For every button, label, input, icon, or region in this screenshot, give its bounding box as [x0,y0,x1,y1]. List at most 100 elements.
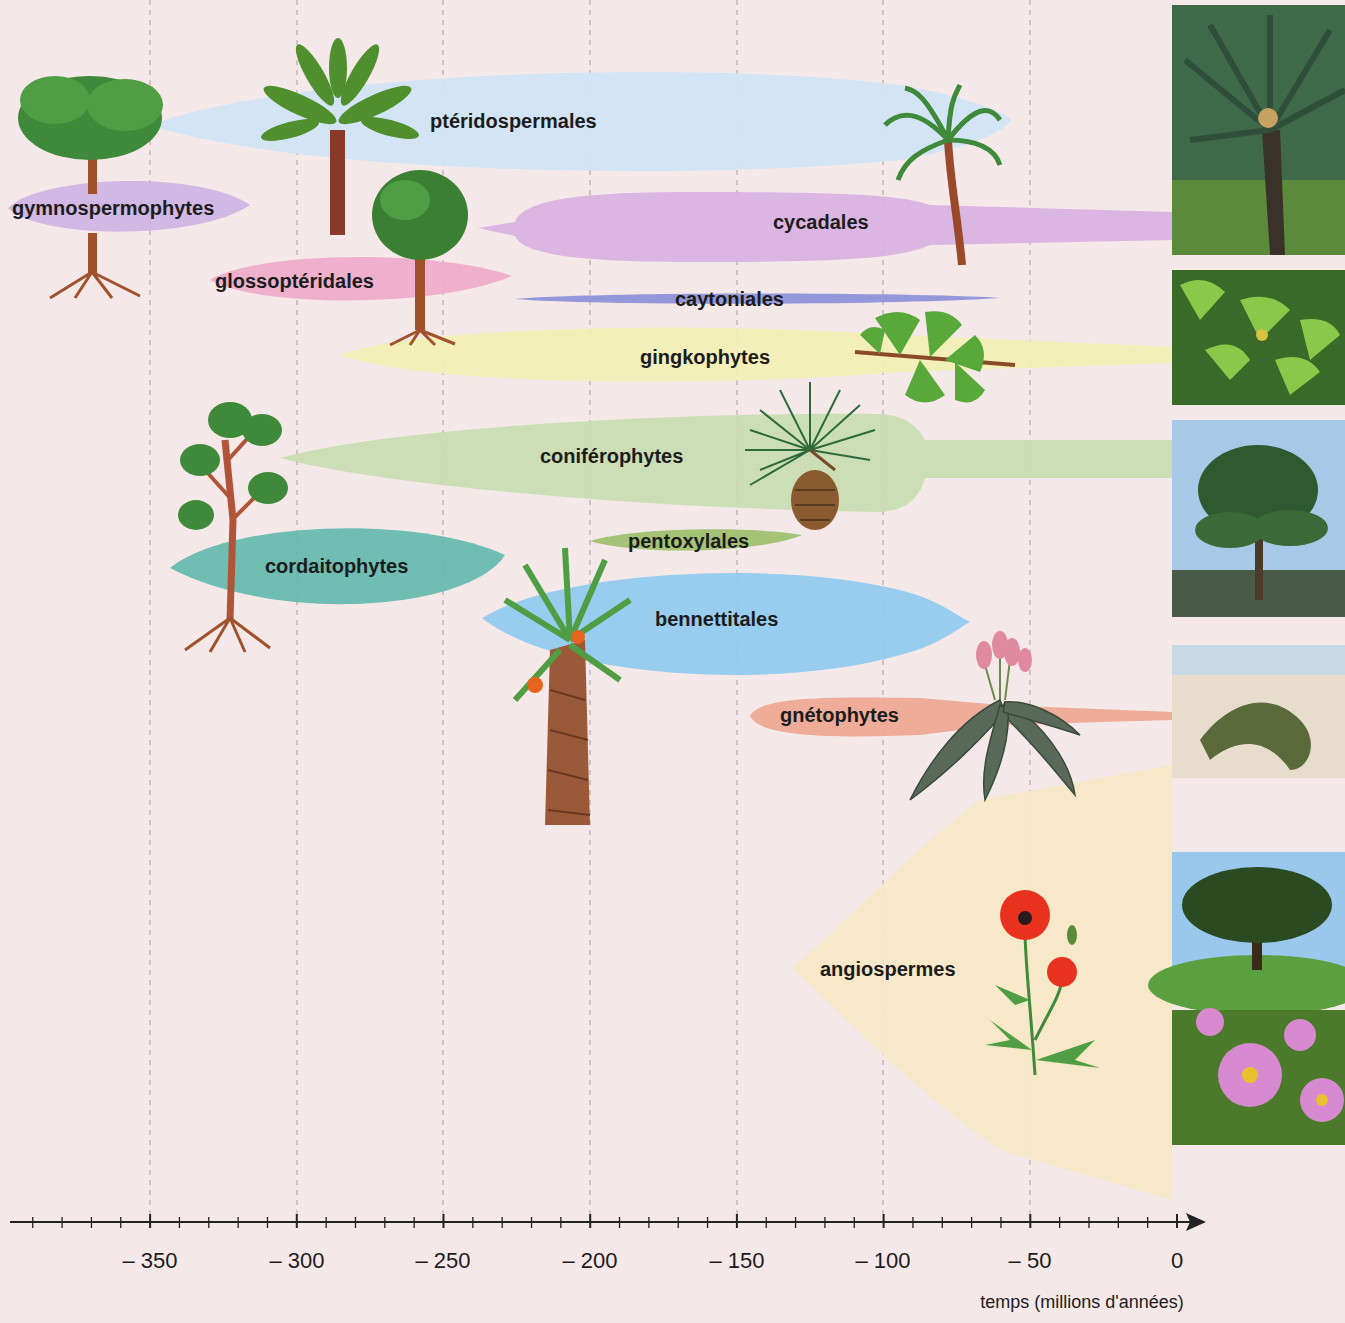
axis-tick [91,1217,92,1228]
time-axis [10,1221,1192,1223]
tree-drawing [20,76,90,124]
band-fill [8,181,250,232]
taxon-name: gingkophytes [640,346,770,369]
tree-drawing [248,472,288,504]
welwitschia-drawing [976,631,1032,672]
tree-drawing [178,402,288,652]
photo-cosmos [1172,1010,1345,1145]
tree-drawing [178,500,214,530]
photo-cycad [1185,15,1345,140]
tree-fern-drawing [259,38,421,145]
photo-cycad [1172,5,1345,255]
axis-tick [971,1217,972,1228]
axis-tick [883,1214,885,1228]
taxon-name: cordaitophytes [265,555,408,578]
ginkgo-drawing [855,311,1015,402]
tick-label-box: 0 [1171,1248,1183,1274]
tick-label: – 100 [855,1248,910,1274]
axis-tick [1176,1214,1178,1228]
band-shape [275,405,1175,517]
tree-drawing [87,79,163,131]
tick-label-box: – 300 [269,1248,324,1274]
bennettitales-drawing [505,548,630,825]
axis-tick [912,1217,913,1228]
axis-tick [678,1217,679,1228]
cycad-drawing [898,140,948,180]
photo-welwitschia [1172,645,1345,675]
poppy-drawing [1047,957,1077,987]
axis-tick [1147,1217,1148,1228]
poppy-drawing [1018,911,1032,925]
axis-tick [1088,1217,1089,1228]
axis-tick [502,1217,503,1228]
tree-drawing [415,255,425,330]
axis-tick [296,1214,298,1228]
axis-tick [619,1217,620,1228]
axis-tick [560,1217,561,1228]
photo-pine [1252,510,1328,546]
photo-cosmos [1284,1019,1316,1051]
tick-label-box: – 100 [855,1248,910,1274]
taxon-band: gingkophytes [335,318,1175,393]
tick-label: 0 [1171,1248,1183,1274]
tick-label-box: – 150 [709,1248,764,1274]
ginkgo-drawing [905,360,945,403]
welwitschia-drawing [976,641,992,669]
axis-tick [824,1217,825,1228]
taxon-band: cycadales [475,180,1175,275]
photo-cycad [1262,130,1285,255]
tree-drawing [185,618,270,652]
axis-tick [707,1217,708,1228]
photo-ginkgo [1275,357,1320,395]
bennettitales-drawing [527,677,543,693]
photo-ginkgo [1172,270,1345,405]
ginkgo-drawing [955,362,985,402]
tick-label-box: – 350 [122,1248,177,1274]
axis-title-box: temps (millions d'années) [980,1292,1184,1313]
photo-cosmos [1218,1043,1282,1107]
taxon-name: gymnospermophytes [12,197,214,220]
axis-tick [795,1217,796,1228]
bennettitales-drawing [525,565,570,640]
photo-cosmos [1196,1008,1224,1036]
poppy-drawing [995,985,1030,1005]
tick-label-box: – 250 [415,1248,470,1274]
taxon-name: caytoniales [675,288,784,311]
axis-tick [32,1217,33,1228]
cycad-drawing [885,85,1000,265]
tick-label: – 250 [415,1248,470,1274]
axis-tick [589,1214,591,1228]
axis-tick [237,1217,238,1228]
axis-tick [384,1217,385,1228]
bennettitales-drawing [545,640,590,825]
poppy-drawing [1036,1040,1100,1068]
photo-welwitschia [1172,645,1345,778]
poppy-drawing [985,890,1100,1075]
tree-fern-drawing [330,130,345,235]
axis-tick [1118,1217,1119,1228]
tick-label: – 50 [1009,1248,1052,1274]
band-shape [788,765,1176,1205]
bennettitales-drawing [548,690,590,815]
welwitschia-drawing [910,631,1080,800]
photo-ginkgo [1180,280,1340,395]
tick-label: – 350 [122,1248,177,1274]
welwitschia-drawing [910,700,1080,800]
photo-cycad [1172,5,1345,255]
photo-cosmos [1316,1094,1328,1106]
photo-welwitschia [1200,703,1311,770]
time-axis [10,1213,1206,1231]
photo-cycad [1172,180,1345,255]
tick-label-box: – 200 [562,1248,617,1274]
tree-drawing [242,414,282,446]
taxon-name: cycadales [773,211,869,234]
ginkgo-drawing [860,327,885,354]
axis-tick [854,1217,855,1228]
tree-drawing [18,76,163,298]
photo-oak [1148,852,1345,1015]
photo-pine [1172,420,1345,617]
band-fill [280,414,1172,512]
ginkgo-drawing [855,352,1015,365]
axis-tick [472,1217,473,1228]
pine-drawing [810,450,835,470]
